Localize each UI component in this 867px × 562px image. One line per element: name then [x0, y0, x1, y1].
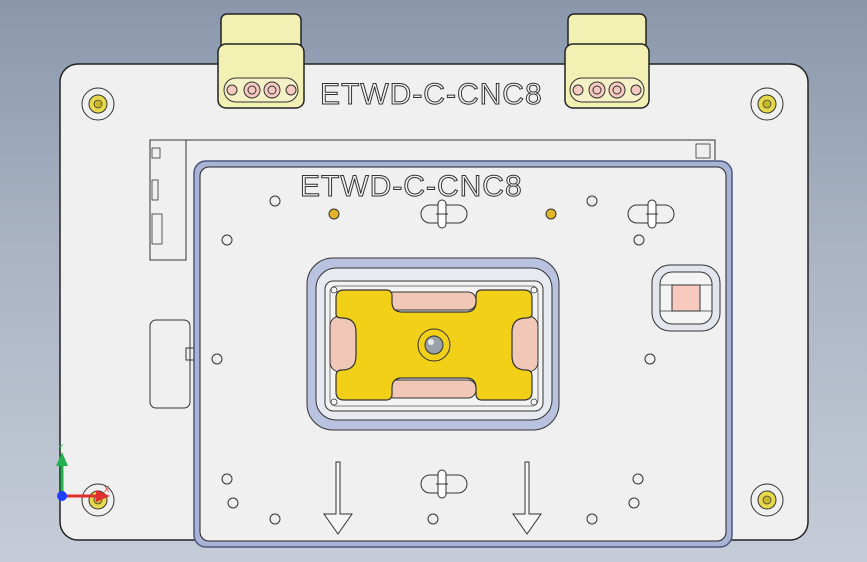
right-clamp[interactable] [564, 13, 650, 109]
y-axis-arrow-icon [56, 452, 68, 466]
edge-details [151, 143, 711, 245]
x-axis-label: X [104, 485, 110, 494]
mounting-holes [211, 195, 656, 525]
arrow-down-left [323, 461, 353, 535]
pusher-block[interactable] [651, 264, 721, 332]
slot-screw-top-right[interactable] [627, 199, 675, 229]
z-axis-icon [57, 491, 67, 501]
y-axis-label: Y [58, 443, 64, 452]
locating-pins [328, 208, 557, 220]
base-plate-engraving: ETWD-C-CNC8 [320, 78, 543, 111]
axis-triad[interactable]: Y X [56, 443, 110, 502]
top-plate-engraving: ETWD-C-CNC8 [300, 170, 523, 203]
workpiece[interactable] [335, 289, 533, 401]
bolt-top-left [81, 87, 115, 121]
slot-screw-top-center[interactable] [420, 199, 468, 229]
bolt-bottom-right [750, 483, 784, 517]
left-clamp[interactable] [217, 13, 305, 109]
arrow-down-right [512, 461, 542, 535]
bolt-top-right [750, 87, 784, 121]
x-axis-arrow-icon [96, 490, 110, 502]
slot-screw-bottom-center[interactable] [420, 469, 468, 499]
